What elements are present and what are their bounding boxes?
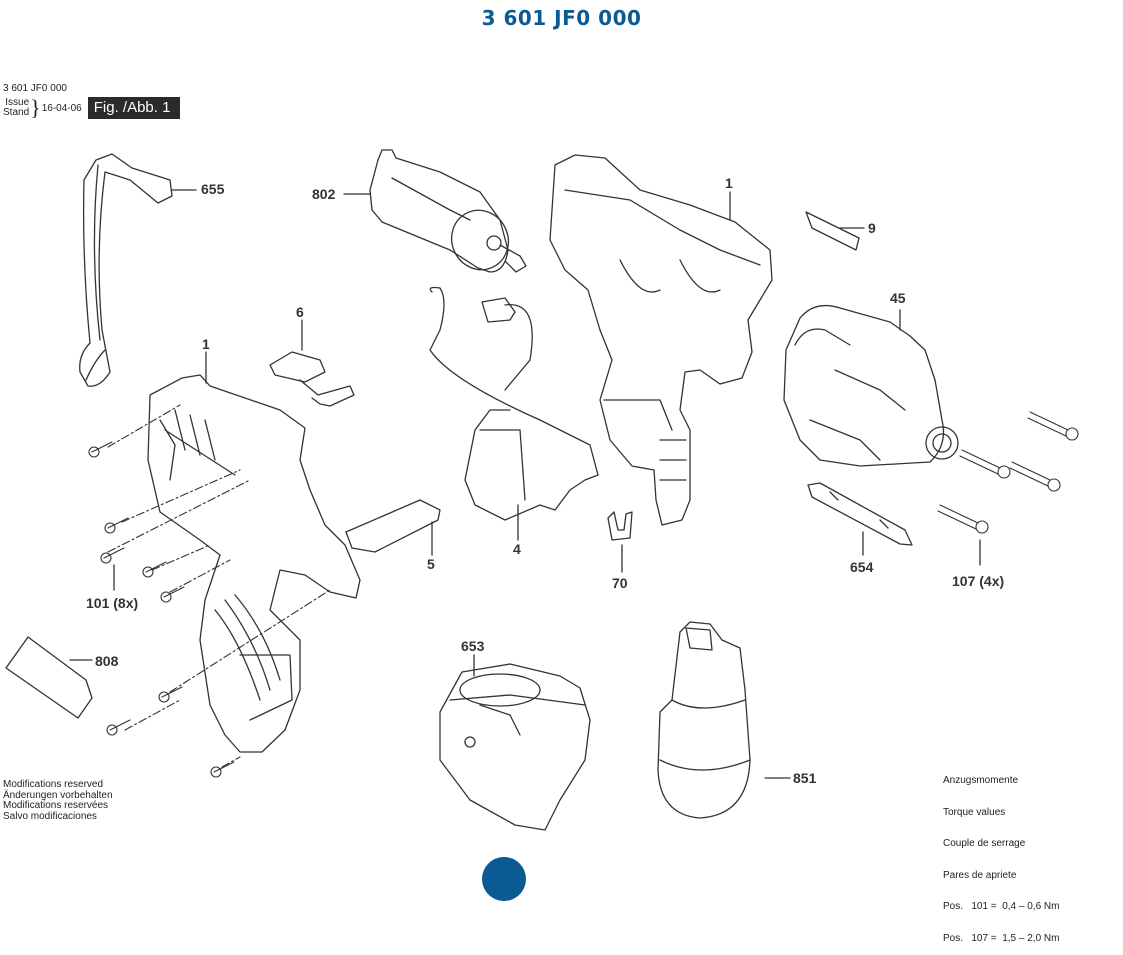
torque-line: Pos. 101 = 0,4 – 0,6 Nm bbox=[943, 901, 1060, 912]
note-line: Salvo modificaciones bbox=[3, 810, 97, 822]
torque-values-note: Anzugsmomente Torque values Couple de se… bbox=[943, 755, 1059, 955]
part-label-9: 9 bbox=[868, 220, 876, 236]
exploded-view-drawing bbox=[5, 149, 1079, 831]
housing-right-drawing bbox=[549, 154, 773, 526]
part-label-1a: 1 bbox=[725, 175, 733, 191]
modifications-note: Modifications reserved Änderungen vorbeh… bbox=[3, 779, 113, 822]
clip-drawing bbox=[607, 511, 633, 541]
note-line: Modifications reserved bbox=[3, 779, 104, 790]
part-label-107: 107 (4x) bbox=[952, 573, 1005, 589]
part-label-45: 45 bbox=[890, 290, 906, 306]
screws-107-drawing bbox=[937, 411, 1079, 534]
charger-drawing bbox=[439, 663, 591, 831]
direction-switch-drawing bbox=[269, 351, 355, 407]
part-label-1b: 1 bbox=[202, 336, 210, 352]
torque-line: Pos. 107 = 1,5 – 2,0 Nm bbox=[943, 932, 1060, 944]
part-label-70: 70 bbox=[612, 575, 628, 591]
figure-label: Fig. /Abb. 1 bbox=[87, 97, 181, 119]
part-number-header: 3 601 JF0 000 bbox=[3, 83, 67, 94]
motor-drawing bbox=[369, 149, 527, 273]
part-label-655: 655 bbox=[201, 181, 225, 197]
torque-line: Couple de serrage bbox=[943, 838, 1026, 849]
part-label-654: 654 bbox=[850, 559, 874, 575]
issue-label: Issue bbox=[5, 97, 30, 108]
part-label-808: 808 bbox=[95, 653, 119, 669]
part-label-802: 802 bbox=[312, 186, 336, 202]
part-label-653: 653 bbox=[461, 638, 485, 654]
part-label-851: 851 bbox=[793, 770, 817, 786]
stand-label: Stand bbox=[3, 107, 30, 118]
note-line: Modifications reservées bbox=[3, 800, 109, 811]
note-line: Änderungen vorbehalten bbox=[3, 789, 113, 801]
part-label-101: 101 (8x) bbox=[86, 595, 139, 611]
issue-stand-labels: Issue Stand bbox=[3, 98, 29, 118]
issue-date: 16-04-06 bbox=[41, 102, 82, 114]
torque-line: Pares de apriete bbox=[943, 869, 1017, 881]
bit-drawing bbox=[807, 482, 913, 546]
issue-row: Issue Stand } 16-04-06 Fig. /Abb. 1 bbox=[3, 95, 181, 120]
screws-101-drawing bbox=[88, 404, 331, 778]
brace-icon: } bbox=[30, 95, 41, 120]
housing-left-drawing bbox=[147, 374, 361, 753]
battery-drawing bbox=[657, 621, 751, 819]
page-badge-circle bbox=[482, 857, 526, 901]
torque-line: Torque values bbox=[943, 806, 1006, 818]
impact-mechanism-drawing bbox=[783, 304, 959, 467]
part-label-5: 5 bbox=[427, 556, 435, 572]
label-808-drawing bbox=[5, 636, 93, 719]
switch-drawing bbox=[429, 286, 599, 521]
page-title: 3 601 JF0 000 bbox=[481, 6, 642, 30]
cover-plate-drawing bbox=[345, 499, 441, 553]
part-label-6: 6 bbox=[296, 304, 304, 320]
wrist-strap-drawing bbox=[79, 153, 173, 387]
torque-line: Anzugsmomente bbox=[943, 775, 1019, 786]
nameplate-drawing bbox=[805, 211, 860, 251]
part-label-4: 4 bbox=[513, 541, 521, 557]
